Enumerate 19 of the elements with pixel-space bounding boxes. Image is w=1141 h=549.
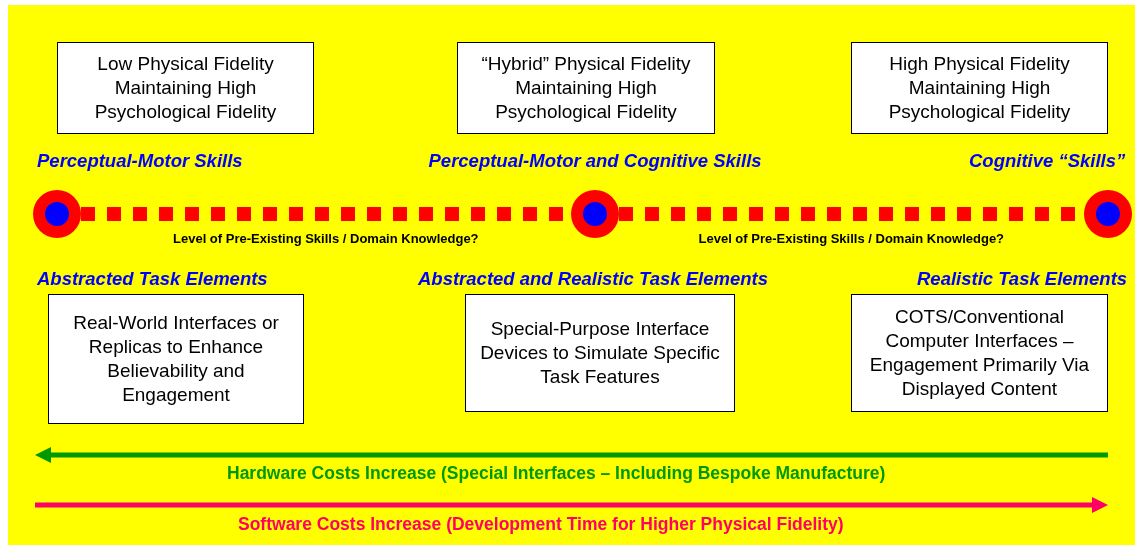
text-box: Low Physical Fidelity Maintaining High Psychological Fidelity [57, 42, 314, 134]
text-box: COTS/Conventional Computer Interfaces – Engagement Primarily Via Displayed Content [851, 294, 1108, 412]
task-label: Abstracted Task Elements [37, 268, 268, 290]
text-box: Real-World Interfaces or Replicas to Enhance Believability and Engagement [48, 294, 304, 424]
milestone-circle [571, 190, 619, 238]
skill-label: Cognitive “Skills” [969, 150, 1126, 172]
milestone-circle [33, 190, 81, 238]
edge-label: Level of Pre-Existing Skills / Domain Knowledge? [173, 231, 479, 246]
task-label: Realistic Task Elements [917, 268, 1128, 290]
text-box: “Hybrid” Physical Fidelity Maintaining High Psychological Fidelity [457, 42, 715, 134]
text-box: High Physical Fidelity Maintaining High Psychological Fidelity [851, 42, 1108, 134]
cost-label: Software Costs Increase (Development Time for Higher Physical Fidelity) [238, 514, 844, 535]
milestone-circle [1084, 190, 1132, 238]
skill-label: Perceptual-Motor and Cognitive Skills [428, 150, 762, 172]
edge-label: Level of Pre-Existing Skills / Domain Knowledge? [698, 231, 1005, 246]
cost-label: Hardware Costs Increase (Special Interfaces – Including Bespoke Manufacture) [227, 463, 886, 484]
task-label: Abstracted and Realistic Task Elements [418, 268, 768, 290]
skill-label: Perceptual-Motor Skills [37, 150, 243, 172]
text-box: Special-Purpose Interface Devices to Simulate Specific Task Features [465, 294, 735, 412]
